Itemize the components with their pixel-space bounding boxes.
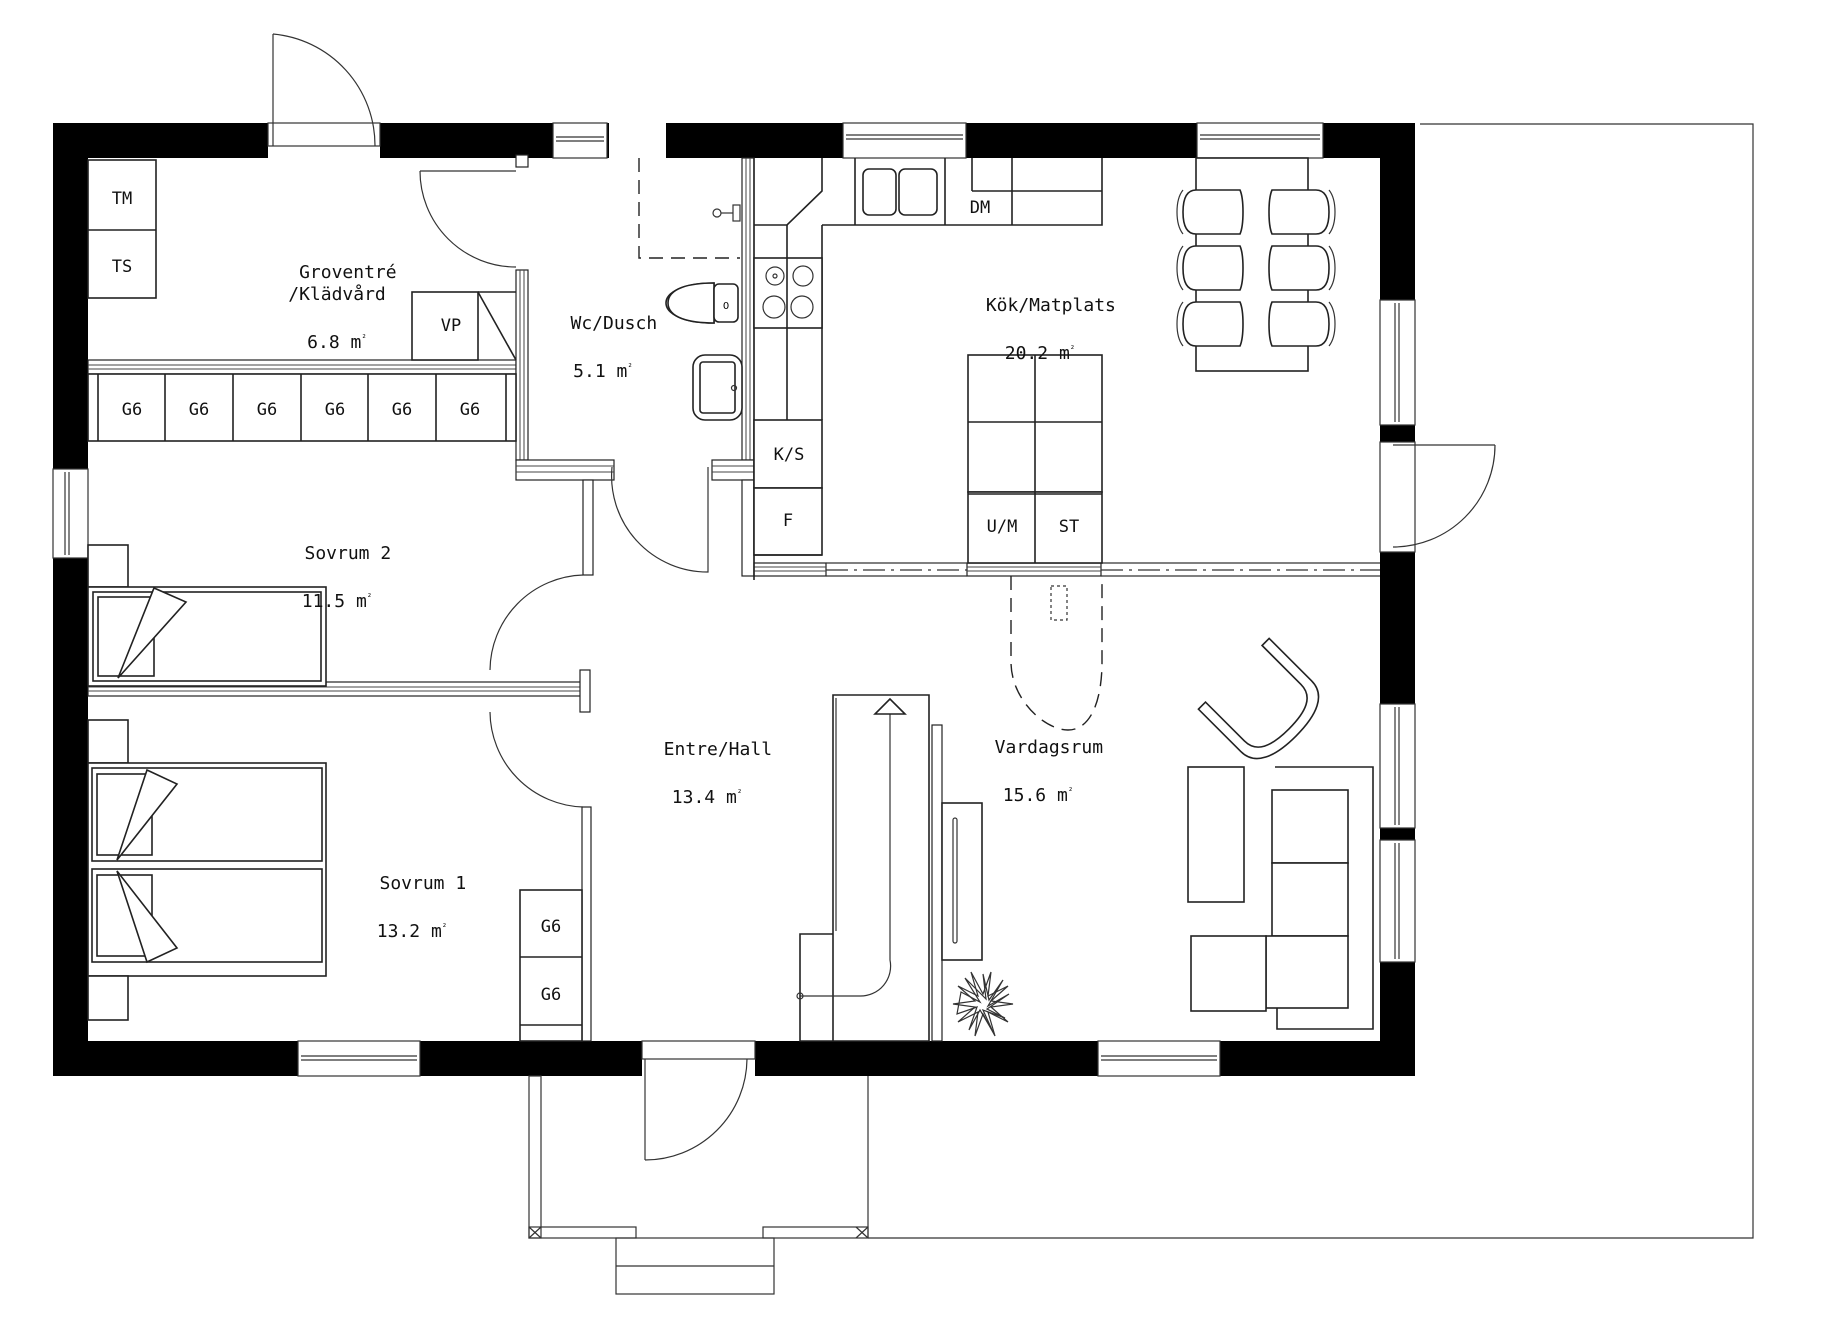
wardrobe-g6: G6 — [256, 400, 278, 420]
wardrobe-g6: G6 — [188, 400, 210, 420]
wardrobe-g6: G6 — [324, 400, 346, 420]
sink-icon — [692, 354, 743, 421]
room-area: 20.2 m² — [1004, 343, 1076, 364]
room-name: Wc/Dusch — [570, 313, 658, 334]
fixture-dm: DM — [969, 198, 991, 218]
room-area: 15.6 m² — [1002, 785, 1074, 806]
windows — [52, 122, 1416, 1077]
room-label-wc: Wc/Dusch 5.1 m² — [549, 291, 657, 405]
room-label-kok: Kök/Matplats 20.2 m² — [964, 273, 1116, 387]
tv-unit — [941, 802, 983, 961]
fireplace-icon — [1010, 576, 1103, 731]
kitchen-island — [967, 354, 1103, 564]
groventre-wardrobes — [87, 373, 517, 442]
fridge-freezer — [753, 419, 823, 556]
stairs — [796, 694, 930, 1042]
fixture-um: U/M — [986, 517, 1018, 537]
room-area: 6.8 m² — [307, 332, 367, 353]
wardrobe-g6: G6 — [540, 917, 562, 937]
wardrobe-g6: G6 — [121, 400, 143, 420]
exterior-walls — [53, 123, 1415, 1076]
wardrobe-g6: G6 — [459, 400, 481, 420]
wardrobe-g6: G6 — [391, 400, 413, 420]
room-label-sovrum1: Sovrum 1 13.2 m² — [358, 851, 466, 965]
fixture-ts: TS — [111, 257, 133, 277]
room-name: Vardagsrum — [994, 737, 1104, 758]
room-name: Sovrum 1 — [379, 873, 467, 894]
room-label-groventre: Groventré /Klädvård 6.8 m² — [277, 240, 396, 376]
room-area: 5.1 m² — [573, 361, 633, 382]
stove-icon — [753, 257, 823, 329]
exterior-doors — [267, 33, 1496, 1161]
room-name: Entre/Hall — [663, 739, 773, 760]
interior-doors — [419, 170, 709, 808]
room-name: Groventré /Klädvård — [288, 262, 397, 305]
groventre-fixtures — [87, 159, 517, 361]
svg-text:0: 0 — [723, 301, 729, 312]
bed-icon — [87, 719, 327, 1021]
room-name: Kök/Matplats — [985, 295, 1116, 316]
wardrobe-g6: G6 — [540, 985, 562, 1005]
fixture-tm: TM — [111, 189, 133, 209]
sovrum1-wardrobes — [519, 889, 583, 1042]
room-area: 13.4 m² — [671, 787, 743, 808]
room-name: Sovrum 2 — [304, 543, 392, 564]
terrace-outline — [868, 123, 1754, 1239]
fixture-vp: VP — [440, 316, 462, 336]
room-area: 11.5 m² — [301, 591, 373, 612]
sofa-icon — [1190, 766, 1374, 1030]
interior-partitions — [87, 154, 1380, 1042]
sink-icon — [862, 168, 938, 216]
plant-icon — [952, 971, 1014, 1037]
coffee-table — [1187, 766, 1245, 903]
bed-icon — [87, 544, 327, 687]
dining-chairs-right — [1268, 189, 1336, 347]
shower-area — [638, 158, 741, 259]
fixture-st: ST — [1058, 517, 1080, 537]
dining-chairs-left — [1176, 189, 1244, 347]
room-area: 13.2 m² — [376, 921, 448, 942]
fixture-ks: K/S — [773, 445, 805, 465]
armchair-icon — [1197, 637, 1320, 760]
fixture-f: F — [782, 511, 794, 531]
room-label-sovrum2: Sovrum 2 11.5 m² — [283, 521, 391, 635]
room-label-vardagsrum: Vardagsrum 15.6 m² — [973, 715, 1103, 829]
entrance-porch — [528, 1075, 869, 1295]
room-label-entre: Entre/Hall 13.4 m² — [642, 717, 772, 831]
toilet-icon: 0 — [665, 282, 739, 324]
